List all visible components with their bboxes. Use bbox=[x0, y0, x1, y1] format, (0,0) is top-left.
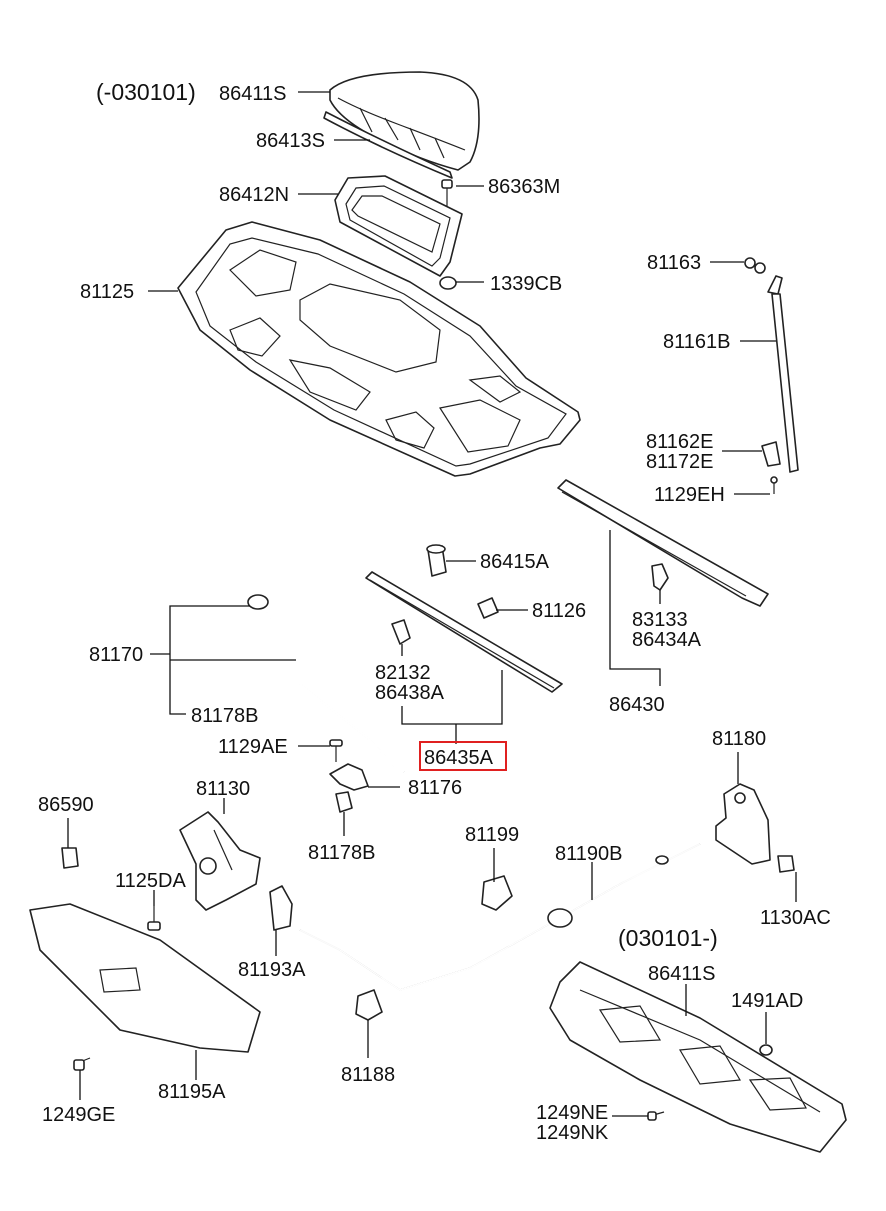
seal-86413S[interactable] bbox=[323, 111, 453, 179]
label-1125DA: 1125DA bbox=[115, 870, 186, 892]
seal-strip-86435A[interactable] bbox=[365, 571, 563, 693]
hood-insulator-81125[interactable] bbox=[177, 221, 581, 477]
hood-lift-strut-81161B[interactable] bbox=[767, 275, 799, 473]
holder-81176[interactable] bbox=[329, 763, 369, 791]
label-1130AC: 1130AC bbox=[760, 907, 831, 929]
label-81161B: 81161B bbox=[663, 331, 730, 353]
label-1249NE: 1249NE bbox=[536, 1102, 608, 1124]
label-1339CB: 1339CB bbox=[490, 273, 562, 295]
label-1249GE: 1249GE bbox=[42, 1104, 115, 1126]
label-81130: 81130 bbox=[196, 778, 250, 800]
variant-before-label: (-030101) bbox=[96, 79, 196, 105]
hood-scoop-86411S-after[interactable] bbox=[549, 961, 847, 1153]
bolt-1125DA[interactable] bbox=[147, 906, 161, 931]
leader-lines bbox=[67, 91, 797, 1117]
label-1249NK: 1249NK bbox=[536, 1122, 609, 1144]
nut-1339CB[interactable] bbox=[439, 276, 457, 290]
label-86590: 86590 bbox=[38, 794, 94, 816]
label-81178B-upper: 81178B bbox=[191, 705, 258, 727]
label-86363M: 86363M bbox=[488, 176, 560, 198]
label-81199: 81199 bbox=[465, 824, 519, 846]
label-81162E: 81162E bbox=[646, 431, 713, 453]
label-86413S: 86413S bbox=[256, 130, 325, 152]
label-1129EH: 1129EH bbox=[654, 484, 725, 506]
bolt-1129AE[interactable] bbox=[329, 739, 343, 762]
holder-81193A[interactable] bbox=[269, 885, 293, 931]
hood-latch-81130[interactable] bbox=[179, 811, 261, 911]
label-86430: 86430 bbox=[609, 694, 665, 716]
label-86434A: 86434A bbox=[632, 629, 702, 651]
label-83133: 83133 bbox=[632, 609, 688, 631]
label-81193A: 81193A bbox=[238, 959, 306, 981]
label-81163: 81163 bbox=[647, 252, 701, 274]
label-86435A[interactable]: 86435A bbox=[424, 747, 494, 769]
label-81190B: 81190B bbox=[555, 843, 622, 865]
clip-82132-86438A[interactable] bbox=[391, 619, 411, 645]
label-86412N: 86412N bbox=[219, 184, 289, 206]
hood-stay-rod-81170[interactable] bbox=[247, 594, 405, 773]
nut-1491AD[interactable] bbox=[759, 1044, 773, 1056]
label-1491AD: 1491AD bbox=[731, 990, 803, 1012]
label-81178B-lower: 81178B bbox=[308, 842, 375, 864]
label-86415A: 86415A bbox=[480, 551, 550, 573]
bolt-1249GE[interactable] bbox=[73, 1057, 91, 1071]
highlight-box-86435A bbox=[419, 741, 507, 771]
label-81172E: 81172E bbox=[646, 451, 713, 473]
grommet-81178B-lower[interactable] bbox=[335, 791, 353, 813]
variant-after-label: (030101-) bbox=[618, 925, 718, 951]
label-82132: 82132 bbox=[375, 662, 431, 684]
clip-83133-86434A[interactable] bbox=[651, 563, 669, 591]
bolt-1130AC[interactable] bbox=[777, 855, 795, 873]
label-81195A: 81195A bbox=[158, 1081, 226, 1103]
label-86438A: 86438A bbox=[375, 682, 445, 704]
bracket-81162E-81172E[interactable] bbox=[761, 441, 781, 467]
cover-81195A[interactable] bbox=[29, 903, 261, 1053]
clip-81188[interactable] bbox=[355, 989, 383, 1021]
bolt-86590[interactable] bbox=[61, 847, 79, 869]
label-81180: 81180 bbox=[712, 728, 766, 750]
label-81188: 81188 bbox=[341, 1064, 395, 1086]
ball-stud-81163[interactable] bbox=[744, 257, 766, 274]
label-81170: 81170 bbox=[89, 644, 143, 666]
clip-81199[interactable] bbox=[481, 875, 513, 911]
label-86411S-top: 86411S bbox=[219, 83, 286, 105]
release-handle-81180[interactable] bbox=[715, 783, 771, 865]
label-81126: 81126 bbox=[532, 600, 586, 622]
label-86411S-bottom: 86411S bbox=[648, 963, 715, 985]
scoop-base-86412N[interactable] bbox=[334, 175, 463, 277]
release-cable-81190B[interactable] bbox=[299, 843, 701, 991]
label-81176: 81176 bbox=[408, 777, 462, 799]
bolt-1129EH[interactable] bbox=[770, 476, 778, 494]
clip-81126[interactable] bbox=[477, 597, 499, 619]
label-1129AE: 1129AE bbox=[218, 736, 288, 758]
bumper-86415A[interactable] bbox=[426, 544, 447, 577]
bolt-86363M[interactable] bbox=[441, 179, 453, 206]
screw-1249NE-1249NK[interactable] bbox=[647, 1111, 665, 1121]
weatherstrip-86430[interactable] bbox=[557, 479, 769, 607]
label-81125: 81125 bbox=[80, 281, 134, 303]
